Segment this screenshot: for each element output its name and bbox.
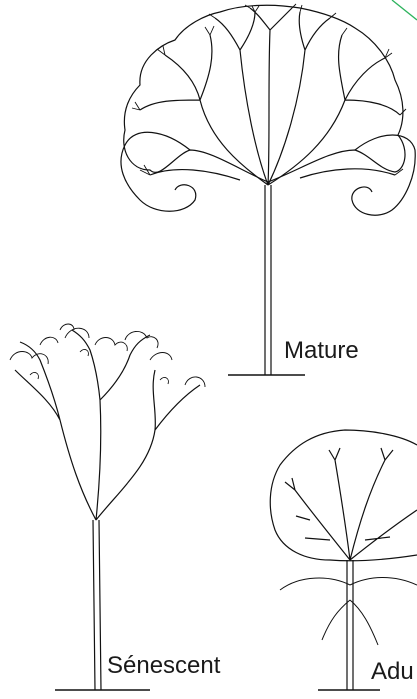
mature-right-lobe: [352, 135, 415, 215]
label-senescent: Sénescent: [107, 652, 220, 680]
adult-crown-outline: [270, 430, 417, 561]
senescent-trunk: [93, 520, 101, 690]
mature-crown-outline: [124, 5, 405, 182]
senescent-clumps: [10, 324, 205, 387]
label-mature: Mature: [284, 337, 359, 365]
adult-branches: [285, 448, 417, 560]
mature-tree: [121, 4, 415, 375]
adult-trunk: [347, 560, 353, 690]
senescent-tree: [10, 324, 205, 690]
label-adult: Adu: [371, 658, 414, 686]
adult-roots: [280, 578, 417, 646]
corner-accent-line: [392, 0, 417, 20]
adult-tree: [270, 430, 417, 690]
mature-trunk: [265, 185, 271, 375]
senescent-branches: [15, 330, 200, 520]
